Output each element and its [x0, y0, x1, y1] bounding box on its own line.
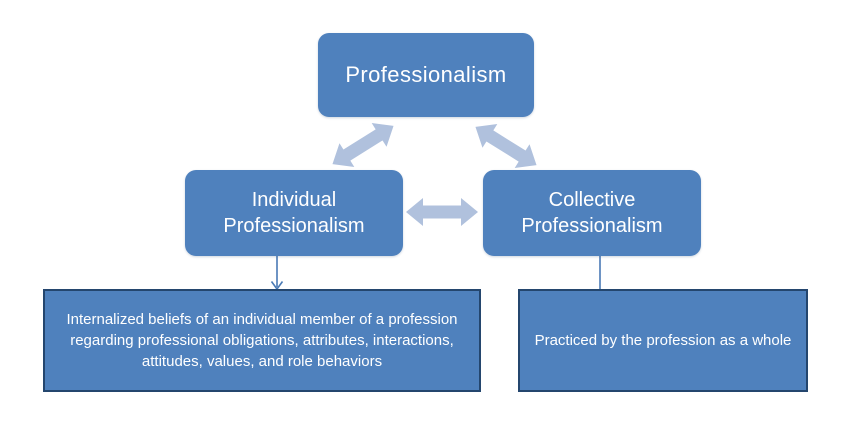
double-arrow-horizontal-icon: [406, 198, 478, 226]
double-arrow-top-left-icon: [332, 123, 394, 167]
detail-box-individual: Internalized beliefs of an individual me…: [43, 289, 481, 392]
detail-box-individual-text: Internalized beliefs of an individual me…: [66, 311, 458, 370]
detail-box-collective-text: Practiced by the profession as a whole: [534, 332, 792, 349]
node-professionalism-label: Professionalism: [345, 62, 507, 87]
node-collective-professionalism-label: Collective Professionalism: [521, 189, 663, 237]
detail-box-collective: Practiced by the profession as a whole: [518, 289, 808, 392]
arrowhead-down-icon: [270, 281, 284, 291]
node-professionalism: Professionalism: [318, 33, 534, 117]
node-individual-professionalism-label: Individual Professionalism: [223, 189, 365, 237]
node-collective-professionalism: Collective Professionalism: [483, 170, 701, 256]
node-individual-professionalism: Individual Professionalism: [185, 170, 403, 256]
double-arrow-top-right-icon: [475, 124, 537, 168]
connector-individual-detail: [270, 256, 284, 291]
